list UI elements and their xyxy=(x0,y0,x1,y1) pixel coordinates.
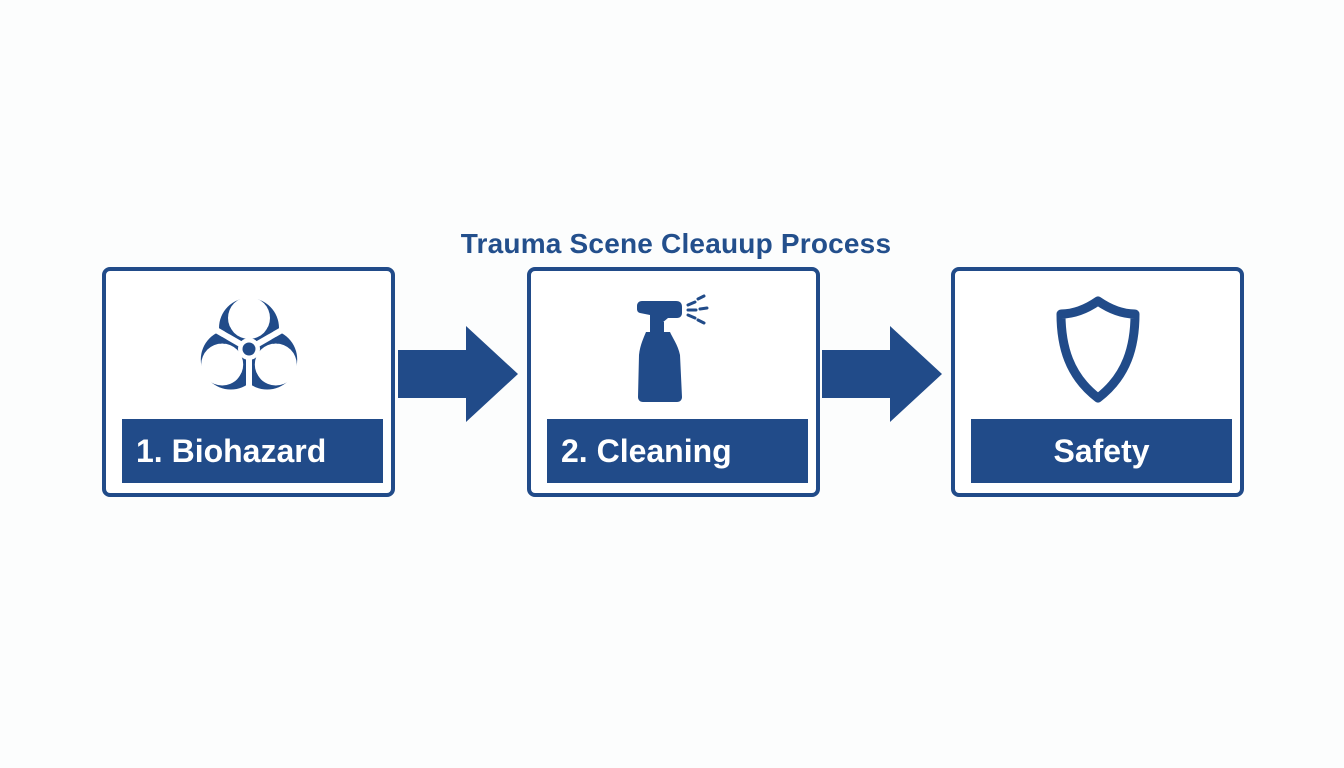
diagram-title: Trauma Scene Cleauup Process xyxy=(460,228,892,259)
step-2-box: 2. Cleaning xyxy=(527,267,820,497)
arrow-right-icon xyxy=(822,326,942,422)
step-1-label: 1. Biohazard xyxy=(122,419,383,483)
spray-bottle-icon xyxy=(531,289,816,409)
biohazard-icon xyxy=(106,289,391,409)
step-1-box: 1. Biohazard xyxy=(102,267,395,497)
shield-icon xyxy=(955,289,1240,409)
arrow-right-icon xyxy=(398,326,518,422)
step-3-label: Safety xyxy=(971,419,1232,483)
step-3-box: Safety xyxy=(951,267,1244,497)
step-2-label: 2. Cleaning xyxy=(547,419,808,483)
